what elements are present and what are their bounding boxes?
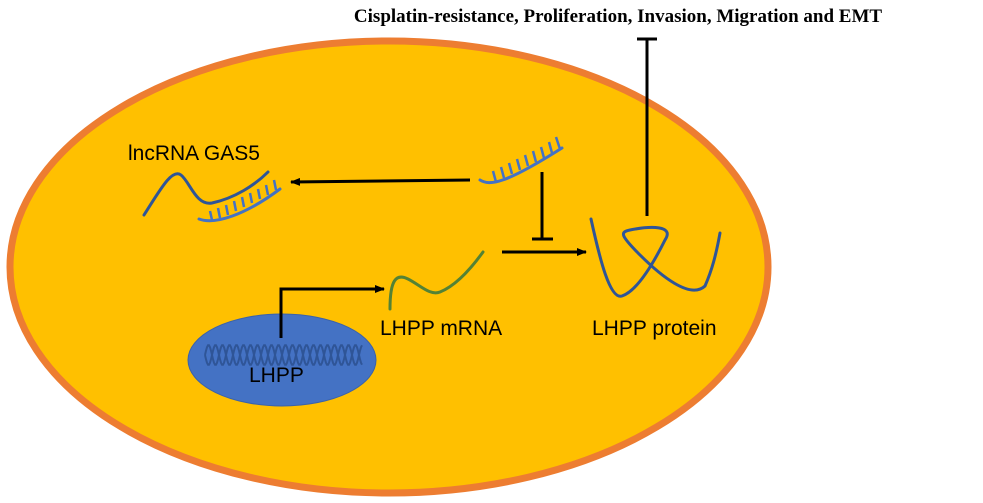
dna-strand <box>204 344 363 366</box>
lhpp-protein-icon <box>589 217 722 298</box>
dna-strand <box>204 344 363 366</box>
lncrna-gas5-complex-icon <box>142 170 282 223</box>
binding-arrow-mirna-to-lncrna <box>290 177 471 186</box>
dna-helix-icon <box>204 344 363 366</box>
lhpp-mrna-icon <box>388 250 485 311</box>
inhibition-protein-to-outcome <box>637 37 657 216</box>
mirna-icon <box>478 136 564 185</box>
outcome-label: Cisplatin-resistance, Proliferation, Inv… <box>354 6 882 27</box>
lhpp-gene-label: LHPP <box>249 364 304 387</box>
lncrna-gas5-label: lncRNA GAS5 <box>128 142 260 165</box>
inhibition-mirna-to-translation <box>532 172 553 241</box>
lhpp-protein-label: LHPP protein <box>592 317 717 340</box>
transcription-arrow <box>279 285 385 338</box>
lhpp-mrna-label: LHPP mRNA <box>380 317 502 340</box>
